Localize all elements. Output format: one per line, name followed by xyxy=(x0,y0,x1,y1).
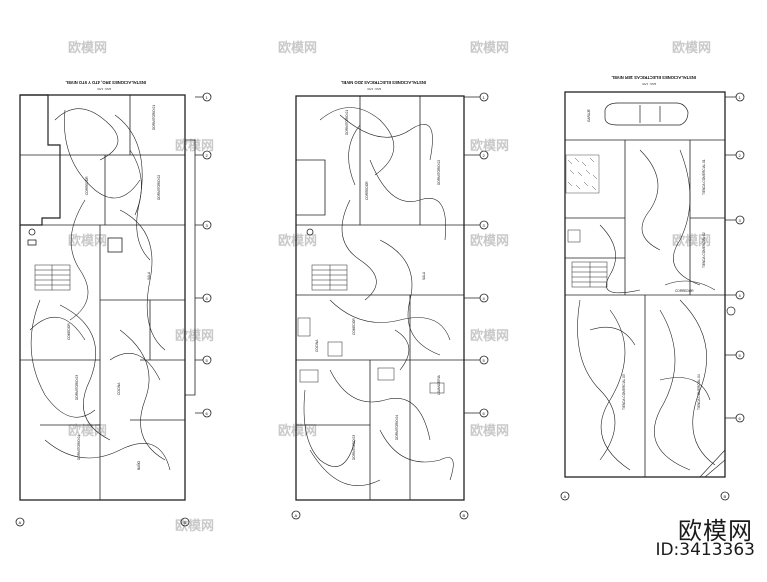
axis-label: A xyxy=(564,494,567,499)
room-label: COCINA xyxy=(117,382,121,395)
room-label: DORMITORIO 02 xyxy=(157,175,161,200)
axis-label: 5 xyxy=(739,353,742,358)
room-label: TIENDA COMERCIAL 04 xyxy=(697,374,701,410)
plan-1st-level: INSTALACIONES ELECTRICAS 1ER NIVEL ESC: … xyxy=(560,75,745,501)
plan-2nd-level: INSTALACIONES ELECTRICAS 2DO NIVEL ESC: … xyxy=(291,80,489,520)
room-label: SALA xyxy=(147,271,151,280)
room-label: DORMITORIO 03 xyxy=(75,375,79,400)
car-icon xyxy=(604,102,689,126)
axis-label: 3 xyxy=(206,223,209,228)
room-label: COMEDOR xyxy=(67,323,71,340)
room-label: DORMITORIO 02 xyxy=(437,160,441,185)
room-label: CORREDOR xyxy=(675,289,694,293)
axis-label: A xyxy=(19,520,22,525)
room-label: TIENDA COMERCIAL 03 xyxy=(622,374,626,410)
room-label: SALA xyxy=(422,271,426,280)
axis-label: 5 xyxy=(206,358,209,363)
plan-title: INSTALACIONES ELECTRICAS 1ER NIVEL xyxy=(611,75,696,80)
plan-title: INSTALACIONES ELECTRICAS 2DO NIVEL xyxy=(340,80,426,85)
watermark-tile: 欧模网 xyxy=(68,423,107,438)
watermark-tile: 欧模网 xyxy=(672,40,711,55)
axis-label: A xyxy=(295,513,298,518)
axis-label: 6 xyxy=(483,411,486,416)
room-label: COMEDOR xyxy=(352,318,356,335)
axis-label: 6 xyxy=(206,411,209,416)
watermark-tile: 欧模网 xyxy=(470,328,509,343)
watermark-layer: 欧模网 欧模网 欧模网 欧模网 欧模网 欧模网 欧模网 欧模网 欧模网 欧模网 … xyxy=(68,40,711,533)
room-label: LAVANDERIA xyxy=(437,374,441,395)
watermark-tile: 欧模网 xyxy=(68,233,107,248)
axis-label: 1 xyxy=(739,95,742,100)
watermark-tile: 欧模网 xyxy=(278,423,317,438)
axis-label: 2 xyxy=(739,153,742,158)
watermark-tile: 欧模网 xyxy=(278,40,317,55)
axis-label: 4 xyxy=(483,296,486,301)
watermark-tile: 欧模网 xyxy=(470,138,509,153)
room-label: DORMITORIO 04 xyxy=(77,435,81,460)
room-label: CORREDOR xyxy=(365,181,369,200)
axis-label: 2 xyxy=(483,153,486,158)
room-label: BAÑO xyxy=(136,460,141,470)
axis-label: 4 xyxy=(206,296,209,301)
axis-label: B xyxy=(463,513,466,518)
watermark-tile: 欧模网 xyxy=(175,328,214,343)
axis-label: 1 xyxy=(206,95,209,100)
axis-label: 1 xyxy=(483,95,486,100)
watermark-tile: 欧模网 xyxy=(470,40,509,55)
room-label: COCINA xyxy=(315,339,319,352)
watermark-tile: 欧模网 xyxy=(175,518,214,533)
watermark-tile: 欧模网 xyxy=(278,233,317,248)
plan-3rd-4th-5th-level: INSTALACIONES 3RO, 4TO Y 5TO NIVEL ESC: … xyxy=(15,80,212,527)
plan-subtitle: ESC: 1/50 xyxy=(367,87,381,91)
axis-label: B xyxy=(724,494,727,499)
axis-bubbles xyxy=(15,92,212,527)
axis-label: 5 xyxy=(483,358,486,363)
axis-label: 3 xyxy=(739,218,742,223)
room-label: CORREDOR xyxy=(85,176,89,195)
room-label: DORMITORIO 01 xyxy=(152,105,156,130)
watermark-tile: 欧模网 xyxy=(68,40,107,55)
planter-hatch xyxy=(565,154,600,194)
watermark-tile: 欧模网 xyxy=(470,233,509,248)
brand-logo-text: 欧模网 xyxy=(678,517,753,545)
plan-title: INSTALACIONES 3RO, 4TO Y 5TO NIVEL xyxy=(65,80,146,85)
axis-label: 2 xyxy=(206,153,209,158)
model-id: ID:3413363 xyxy=(655,540,755,560)
plan-subtitle: ESC: 1/50 xyxy=(97,87,111,91)
room-label: DORMITORIO 01 xyxy=(345,110,349,135)
room-label: TIENDA COMERCIAL 01 xyxy=(702,159,706,195)
axis-label: 4 xyxy=(739,293,742,298)
axis-label: 6 xyxy=(739,416,742,421)
watermark-tile: 欧模网 xyxy=(470,423,509,438)
room-label: TIENDA COMERCIAL 02 xyxy=(702,232,706,268)
room-label: DORMITORIO 03 xyxy=(352,435,356,460)
axis-label: 3 xyxy=(483,223,486,228)
stair xyxy=(34,264,71,291)
axis-label: B xyxy=(184,520,187,525)
plan-subtitle: ESC: 1/50 xyxy=(642,82,656,86)
room-label: GARAJE xyxy=(587,109,591,122)
room-label: DORMITORIO 04 xyxy=(395,415,399,440)
